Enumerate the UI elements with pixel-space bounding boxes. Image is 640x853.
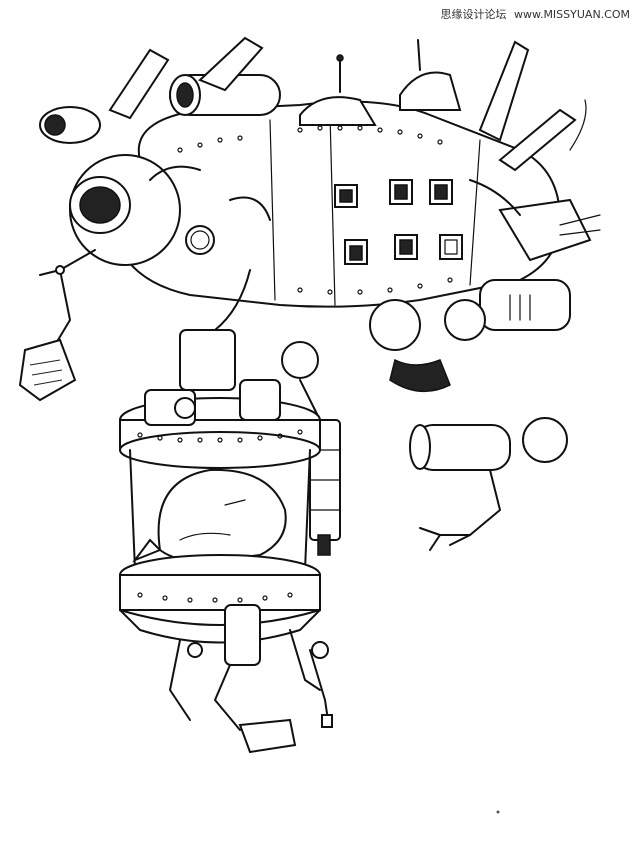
ground-speck	[496, 810, 500, 814]
rear-engine-pod	[479, 198, 592, 331]
top-engines	[39, 36, 577, 172]
watermark-site-name: 思缘设计论坛	[440, 8, 507, 21]
watermark: 思缘设计论坛 www.MISSYUAN.COM	[440, 6, 630, 22]
nose-dome	[69, 154, 215, 266]
belly-machinery	[281, 299, 486, 481]
tank-legs	[169, 604, 333, 754]
whale-tank	[119, 397, 321, 644]
lower-right-engine	[409, 417, 568, 551]
tank-top-machinery	[144, 329, 281, 426]
front-arm	[18, 249, 96, 402]
side-windows	[334, 179, 463, 265]
watermark-site-url: www.MISSYUAN.COM	[513, 8, 630, 21]
connecting-pipes	[149, 99, 601, 331]
